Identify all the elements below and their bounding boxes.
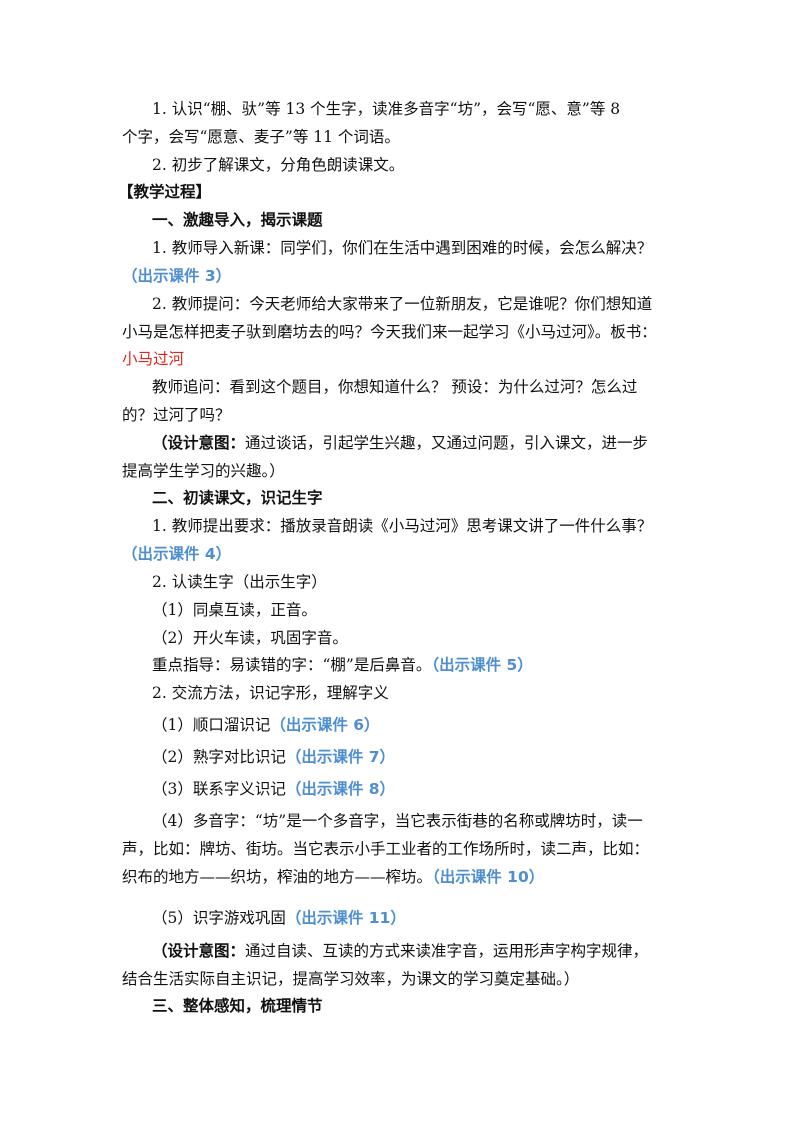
method-2-text: （2）熟字对比识记 [152, 748, 286, 766]
s2-item-1: 1. 教师提出要求：播放录音朗读《小马过河》思考课文讲了一件什么事？ [152, 517, 653, 535]
method-3-text: （3）联系字义识记 [152, 780, 286, 798]
process-heading: 【教学过程】 [118, 182, 212, 201]
design-intent-label: （设计意图： [152, 433, 246, 452]
s1-design-intent-line-1: （设计意图：通过谈话，引起学生兴趣，又通过问题，引入课文，进一步 [152, 432, 648, 454]
s1-design-intent-line-2: 提高学生学习的兴趣。） [122, 462, 285, 480]
section-3-title: 三、整体感知，梳理情节 [152, 996, 323, 1015]
s2-item-2-1: （1）同桌互读，正音。 [152, 601, 317, 619]
s2-key-guidance: 重点指导：易读错的字：“棚”是后鼻音。（出示课件 5） [152, 654, 533, 676]
courseware-ref-8: （出示课件 8） [285, 780, 396, 798]
method-5-text: （5）识字游戏巩固 [152, 909, 286, 927]
blackboard-title: 小马过河 [122, 350, 185, 368]
design-intent-label: （设计意图： [152, 941, 246, 960]
method-1-text: （1）顺口溜识记 [152, 716, 271, 734]
s2-method-4-line-2: 声，比如：牌坊、街坊。当它表示小手工业者的工作场所时，读二声，比如： [122, 840, 650, 858]
courseware-ref-3: （出示课件 3） [122, 267, 232, 285]
courseware-ref-4: （出示课件 4） [122, 545, 232, 563]
s2-item-3: 2. 交流方法，识记字形，理解字义 [152, 684, 389, 702]
s1-item-2-line-1: 2. 教师提问：今天老师给大家带来了一位新朋友，它是谁呢？你们想知道 [152, 295, 653, 313]
courseware-ref-10: （出示课件 10） [432, 868, 545, 886]
section-1-title: 一、激趣导入，揭示课题 [152, 210, 323, 229]
s2-method-5: （5）识字游戏巩固（出示课件 11） [152, 907, 406, 929]
s2-item-2: 2. 认读生字（出示生字） [152, 573, 327, 591]
goal-2: 2. 初步了解课文，分角色朗读课文。 [152, 156, 405, 174]
key-guidance-text: 重点指导：易读错的字：“棚”是后鼻音。 [152, 656, 432, 674]
s2-design-intent-line-1: （设计意图：通过自读、互读的方式来读准字音，运用形声字构字规律， [152, 940, 648, 962]
s2-method-1: （1）顺口溜识记（出示课件 6） [152, 714, 380, 736]
s1-item-1: 1. 教师导入新课：同学们，你们在生活中遇到困难的时候，会怎么解决？ [152, 239, 653, 257]
courseware-ref-6: （出示课件 6） [270, 716, 380, 734]
s2-method-3: （3）联系字义识记（出示课件 8） [152, 778, 395, 800]
courseware-ref-11: （出示课件 11） [285, 909, 406, 927]
s2-method-2: （2）熟字对比识记（出示课件 7） [152, 746, 395, 768]
courseware-ref-5: （出示课件 5） [431, 656, 533, 674]
section-2-title: 二、初读课文，识记生字 [152, 488, 323, 507]
s1-item-2-line-2: 小马是怎样把麦子驮到磨坊去的吗？今天我们来一起学习《小马过河》。板书： [122, 323, 657, 341]
s2-design-intent-line-2: 结合生活实际自主识记，提高学习效率，为课文的学习奠定基础。） [122, 970, 580, 988]
s2-item-2-2: （2）开火车读，巩固字音。 [152, 629, 348, 647]
s1-followup-line-2: 的？过河了吗？ [122, 406, 231, 424]
goal-1-line-2: 个字，会写“愿意、麦子”等 11 个词语。 [122, 128, 400, 146]
s1-followup-line-1: 教师追问：看到这个题目，你想知道什么？ 预设：为什么过河？怎么过 [152, 378, 638, 396]
method-4-text: 织布的地方——织坊，榨油的地方——榨坊。 [122, 868, 433, 886]
s2-method-4-line-1: （4）多音字：“坊”是一个多音字，当它表示街巷的名称或牌坊时，读一 [152, 812, 643, 830]
s2-method-4-line-3: 织布的地方——织坊，榨油的地方——榨坊。（出示课件 10） [122, 866, 544, 888]
design-intent-text: 通过谈话，引起学生兴趣，又通过问题，引入课文，进一步 [245, 434, 649, 452]
goal-1-line-1: 1. 认识“棚、驮”等 13 个生字，读准多音字“坊”，会写“愿、意”等 8 [152, 100, 621, 118]
design-intent-text: 通过自读、互读的方式来读准字音，运用形声字构字规律， [245, 942, 649, 960]
courseware-ref-7: （出示课件 7） [285, 748, 396, 766]
